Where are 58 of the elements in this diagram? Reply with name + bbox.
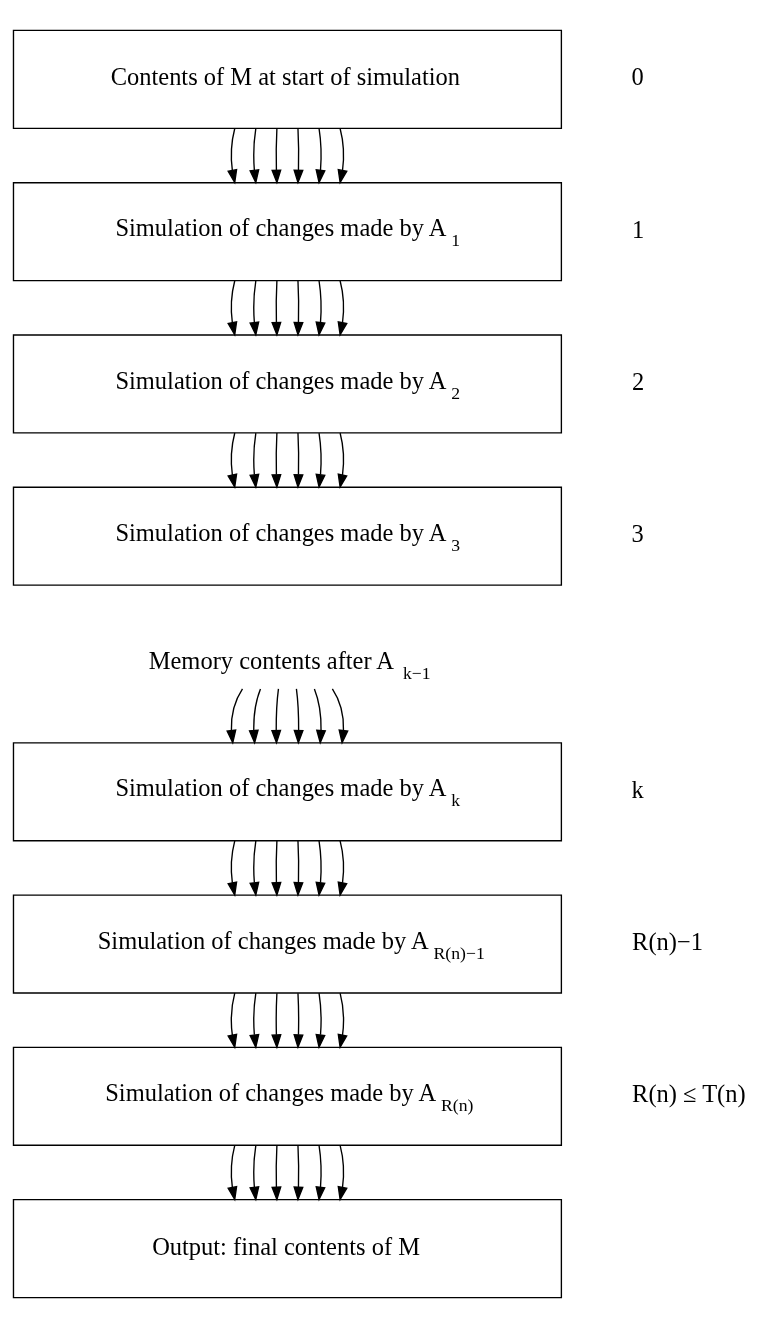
- arrow: [331, 687, 349, 745]
- arrow: [315, 127, 326, 185]
- arrow: [293, 992, 304, 1049]
- node-box: Simulation of changes made by A$_{k}$: [12, 741, 563, 841]
- arrow: [226, 687, 244, 745]
- arrow: [248, 687, 262, 745]
- arrow: [270, 687, 282, 745]
- arrow: [337, 1144, 348, 1201]
- node-box: Contents of M at start of simulation: [12, 29, 563, 129]
- arrow: [227, 279, 238, 337]
- arrow: [293, 127, 304, 185]
- arrow: [271, 431, 282, 489]
- arrow: [271, 279, 282, 337]
- arrow: [271, 839, 282, 897]
- arrow: [337, 992, 348, 1049]
- arrow: [227, 431, 238, 489]
- arrow: [337, 431, 348, 489]
- arrow: [271, 992, 282, 1049]
- arrow: [271, 1144, 282, 1202]
- arrow: [315, 839, 326, 897]
- arrow: [227, 127, 238, 185]
- node-box: Simulation of changes made by A$_{R(n)}$: [12, 1046, 563, 1146]
- arrow: [337, 127, 348, 185]
- arrow: [337, 839, 348, 897]
- arrow: [315, 992, 326, 1049]
- arrow: [293, 1144, 304, 1202]
- arrow: [315, 279, 326, 337]
- arrow: [249, 279, 260, 337]
- arrow: [337, 279, 348, 337]
- arrow: [313, 687, 327, 745]
- node-label: k: [631, 775, 644, 803]
- node-box: Simulation of changes made by A$_{R(n)−1}$: [12, 893, 563, 994]
- arrow: [293, 279, 304, 337]
- node-label: 2: [632, 367, 645, 395]
- node-label: 1: [632, 215, 645, 243]
- arrow: [227, 992, 238, 1049]
- arrow: [249, 431, 260, 489]
- arrow: [293, 687, 304, 745]
- node-text: Memory contents after A $_{k−1}$: [148, 646, 431, 683]
- node-box: Output: final contents of M: [12, 1198, 563, 1298]
- arrow: [315, 431, 326, 489]
- arrow: [293, 839, 304, 897]
- arrow: [315, 1144, 326, 1201]
- node-label: R(n) ≤ T(n): [632, 1079, 746, 1107]
- node-box: Simulation of changes made by A$_{1}$: [12, 181, 563, 281]
- node-label: R(n)−1: [632, 927, 703, 955]
- arrow: [249, 839, 260, 897]
- node-box: Simulation of changes made by A$_{2}$: [12, 333, 563, 434]
- arrow: [249, 992, 260, 1049]
- arrow: [249, 1144, 260, 1201]
- arrow: [249, 127, 260, 185]
- node-label: 0: [631, 62, 644, 90]
- arrow: [293, 431, 304, 489]
- arrow: [227, 1144, 238, 1201]
- node-label: 3: [631, 519, 644, 547]
- arrow: [227, 839, 238, 897]
- node-box: Simulation of changes made by A$_{3}$: [12, 486, 563, 586]
- arrow: [271, 127, 282, 185]
